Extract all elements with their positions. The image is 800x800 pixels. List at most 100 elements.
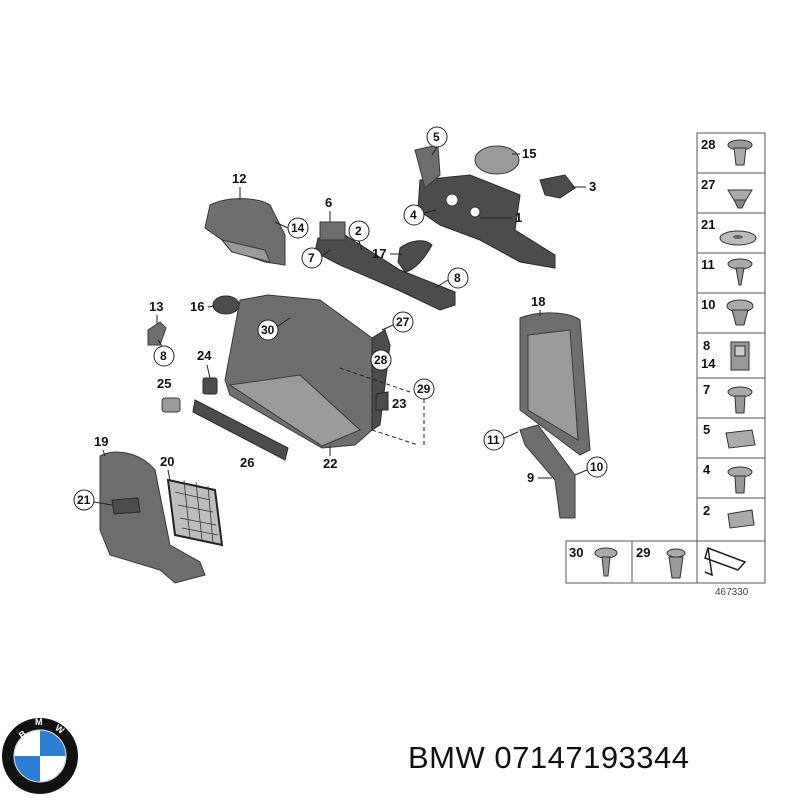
svg-text:29: 29: [417, 382, 431, 396]
callout-12: 12: [232, 171, 246, 200]
callout-25: 25: [157, 376, 171, 391]
svg-text:28: 28: [374, 353, 388, 367]
svg-text:9: 9: [527, 470, 534, 485]
svg-text:21: 21: [77, 493, 91, 507]
cell-5-label: 5: [703, 422, 710, 437]
svg-text:7: 7: [308, 251, 315, 265]
svg-text:8: 8: [454, 271, 461, 285]
callout-23: 23: [392, 396, 406, 411]
fastener-10-icon: [726, 299, 754, 326]
part-1-bracket: [414, 144, 576, 269]
callout-3: 3: [572, 179, 596, 194]
svg-text:14: 14: [291, 221, 305, 235]
part-19: [99, 451, 206, 584]
cell-30-label: 30: [569, 545, 583, 560]
cell-8-label: 8: [703, 338, 710, 353]
cell-10-label: 10: [701, 297, 715, 312]
svg-text:12: 12: [232, 171, 246, 186]
fastener-5-icon: [725, 429, 756, 449]
svg-text:23: 23: [392, 396, 406, 411]
part-18: [519, 312, 591, 456]
svg-text:11: 11: [487, 433, 500, 447]
part-2-rail: [314, 221, 456, 311]
part-12: [204, 198, 286, 266]
svg-text:6: 6: [325, 195, 332, 210]
fastener-8-14-icon: [730, 341, 750, 371]
fastener-table: 28 27 21 11 10 8 14 7 5 4 2 30 29: [565, 132, 766, 598]
part-9: [519, 424, 576, 519]
cell-11-label: 11: [701, 257, 715, 272]
diagram-id: 467330: [715, 587, 749, 598]
part-13: [147, 321, 167, 346]
callout-20: 20: [160, 454, 174, 481]
part-20-net: [166, 478, 224, 547]
svg-text:20: 20: [160, 454, 174, 469]
cell-7-label: 7: [703, 382, 710, 397]
callout-13: 13: [149, 299, 163, 324]
svg-text:5: 5: [433, 130, 440, 144]
cell-28-label: 28: [701, 137, 715, 152]
cell-29-label: 29: [636, 545, 650, 560]
callout-29: 29: [413, 378, 435, 445]
callout-22: 22: [323, 446, 337, 471]
svg-text:25: 25: [157, 376, 171, 391]
svg-text:8: 8: [160, 349, 167, 363]
svg-text:2: 2: [355, 224, 362, 238]
callout-1: 1: [480, 210, 522, 225]
fastener-7-icon: [727, 386, 753, 414]
callout-4: 4: [403, 204, 437, 226]
svg-text:1: 1: [515, 210, 522, 225]
callout-30: 30: [257, 317, 291, 341]
fastener-27-icon: [727, 189, 753, 209]
svg-text:17: 17: [372, 246, 386, 261]
callout-14: 14: [274, 217, 309, 239]
arrow-reference-icon: [704, 547, 747, 577]
part-16: [212, 295, 240, 315]
svg-text:13: 13: [149, 299, 163, 314]
svg-text:19: 19: [94, 434, 108, 449]
cell-27-label: 27: [701, 177, 715, 192]
cell-4-label: 4: [703, 462, 711, 477]
fastener-29-icon: [666, 548, 686, 579]
fastener-4-icon: [727, 466, 753, 494]
callout-18: 18: [531, 294, 545, 316]
svg-text:3: 3: [589, 179, 596, 194]
callout-15: 15: [512, 146, 536, 161]
svg-text:10: 10: [590, 460, 604, 474]
svg-text:26: 26: [240, 455, 254, 470]
part-23: [375, 391, 389, 411]
callout-11: 11: [483, 429, 519, 451]
footer-part-label: BMW 07147193344: [408, 740, 690, 775]
callout-21: 21: [73, 489, 113, 511]
cell-21-label: 21: [701, 217, 715, 232]
logo-letters: B: [17, 728, 28, 740]
fastener-21-icon: [719, 230, 757, 246]
svg-text:30: 30: [261, 323, 275, 337]
part-25: [161, 397, 181, 413]
callout-27: 27: [381, 311, 414, 333]
svg-text:22: 22: [323, 456, 337, 471]
callout-5: 5: [426, 126, 448, 156]
callout-9: 9: [527, 470, 552, 485]
callout-16: 16: [190, 299, 215, 314]
callout-8b: 8: [153, 339, 175, 367]
callout-17: 17: [372, 246, 402, 261]
fastener-30-icon: [594, 547, 618, 577]
callout-10: 10: [574, 456, 608, 478]
cell-14-label: 14: [701, 356, 716, 371]
svg-text:M: M: [35, 717, 43, 727]
svg-text:24: 24: [197, 348, 212, 363]
svg-text:18: 18: [531, 294, 545, 309]
fastener-28-icon: [727, 139, 753, 166]
part-26: [192, 399, 289, 461]
callout-6: 6: [325, 195, 332, 222]
fastener-2-icon: [727, 509, 755, 529]
callout-28: 28: [370, 349, 392, 371]
callout-7: 7: [301, 247, 331, 269]
fastener-11-icon: [727, 258, 753, 286]
svg-text:15: 15: [522, 146, 536, 161]
part-24: [202, 377, 218, 395]
svg-text:27: 27: [396, 315, 410, 329]
svg-text:4: 4: [410, 208, 417, 222]
